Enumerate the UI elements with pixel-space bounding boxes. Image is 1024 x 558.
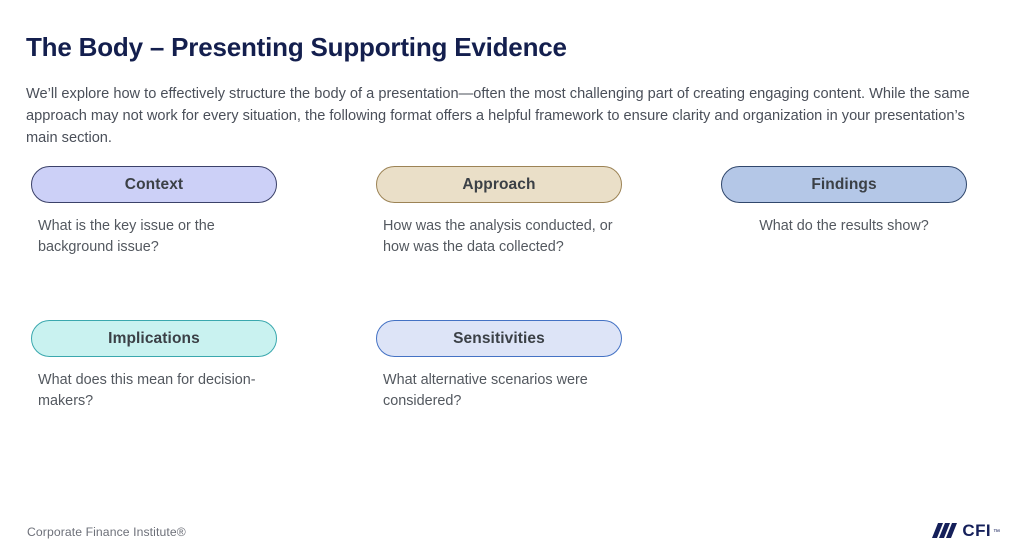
- card-implications[interactable]: Implications What does this mean for dec…: [31, 320, 277, 412]
- card-context[interactable]: Context What is the key issue or the bac…: [31, 166, 277, 258]
- card-row-2: Implications What does this mean for dec…: [0, 320, 1024, 474]
- card-row-1: Context What is the key issue or the bac…: [0, 166, 1024, 320]
- card-grid: Context What is the key issue or the bac…: [0, 166, 1024, 474]
- pill-sensitivities[interactable]: Sensitivities: [376, 320, 622, 357]
- pill-approach[interactable]: Approach: [376, 166, 622, 203]
- card-findings[interactable]: Findings What do the results show?: [721, 166, 967, 237]
- page-title: The Body – Presenting Supporting Evidenc…: [26, 32, 567, 63]
- caption-implications: What does this mean for decision-makers?: [38, 372, 256, 409]
- cfi-logo: CFI ™: [932, 522, 1000, 539]
- pill-implications[interactable]: Implications: [31, 320, 277, 357]
- caption-approach: How was the analysis conducted, or how w…: [383, 218, 613, 255]
- card-sensitivities[interactable]: Sensitivities What alternative scenarios…: [376, 320, 622, 412]
- pill-findings[interactable]: Findings: [721, 166, 967, 203]
- caption-findings: What do the results show?: [759, 218, 929, 234]
- footer-attribution: Corporate Finance Institute®: [27, 525, 186, 539]
- cfi-trademark: ™: [993, 529, 1000, 536]
- pill-context[interactable]: Context: [31, 166, 277, 203]
- caption-context: What is the key issue or the background …: [38, 218, 215, 255]
- intro-paragraph: We’ll explore how to effectively structu…: [26, 85, 970, 146]
- caption-sensitivities: What alternative scenarios were consider…: [383, 372, 588, 409]
- cfi-bars-icon: [932, 523, 958, 538]
- card-approach[interactable]: Approach How was the analysis conducted,…: [376, 166, 622, 258]
- cfi-wordmark: CFI: [962, 521, 991, 540]
